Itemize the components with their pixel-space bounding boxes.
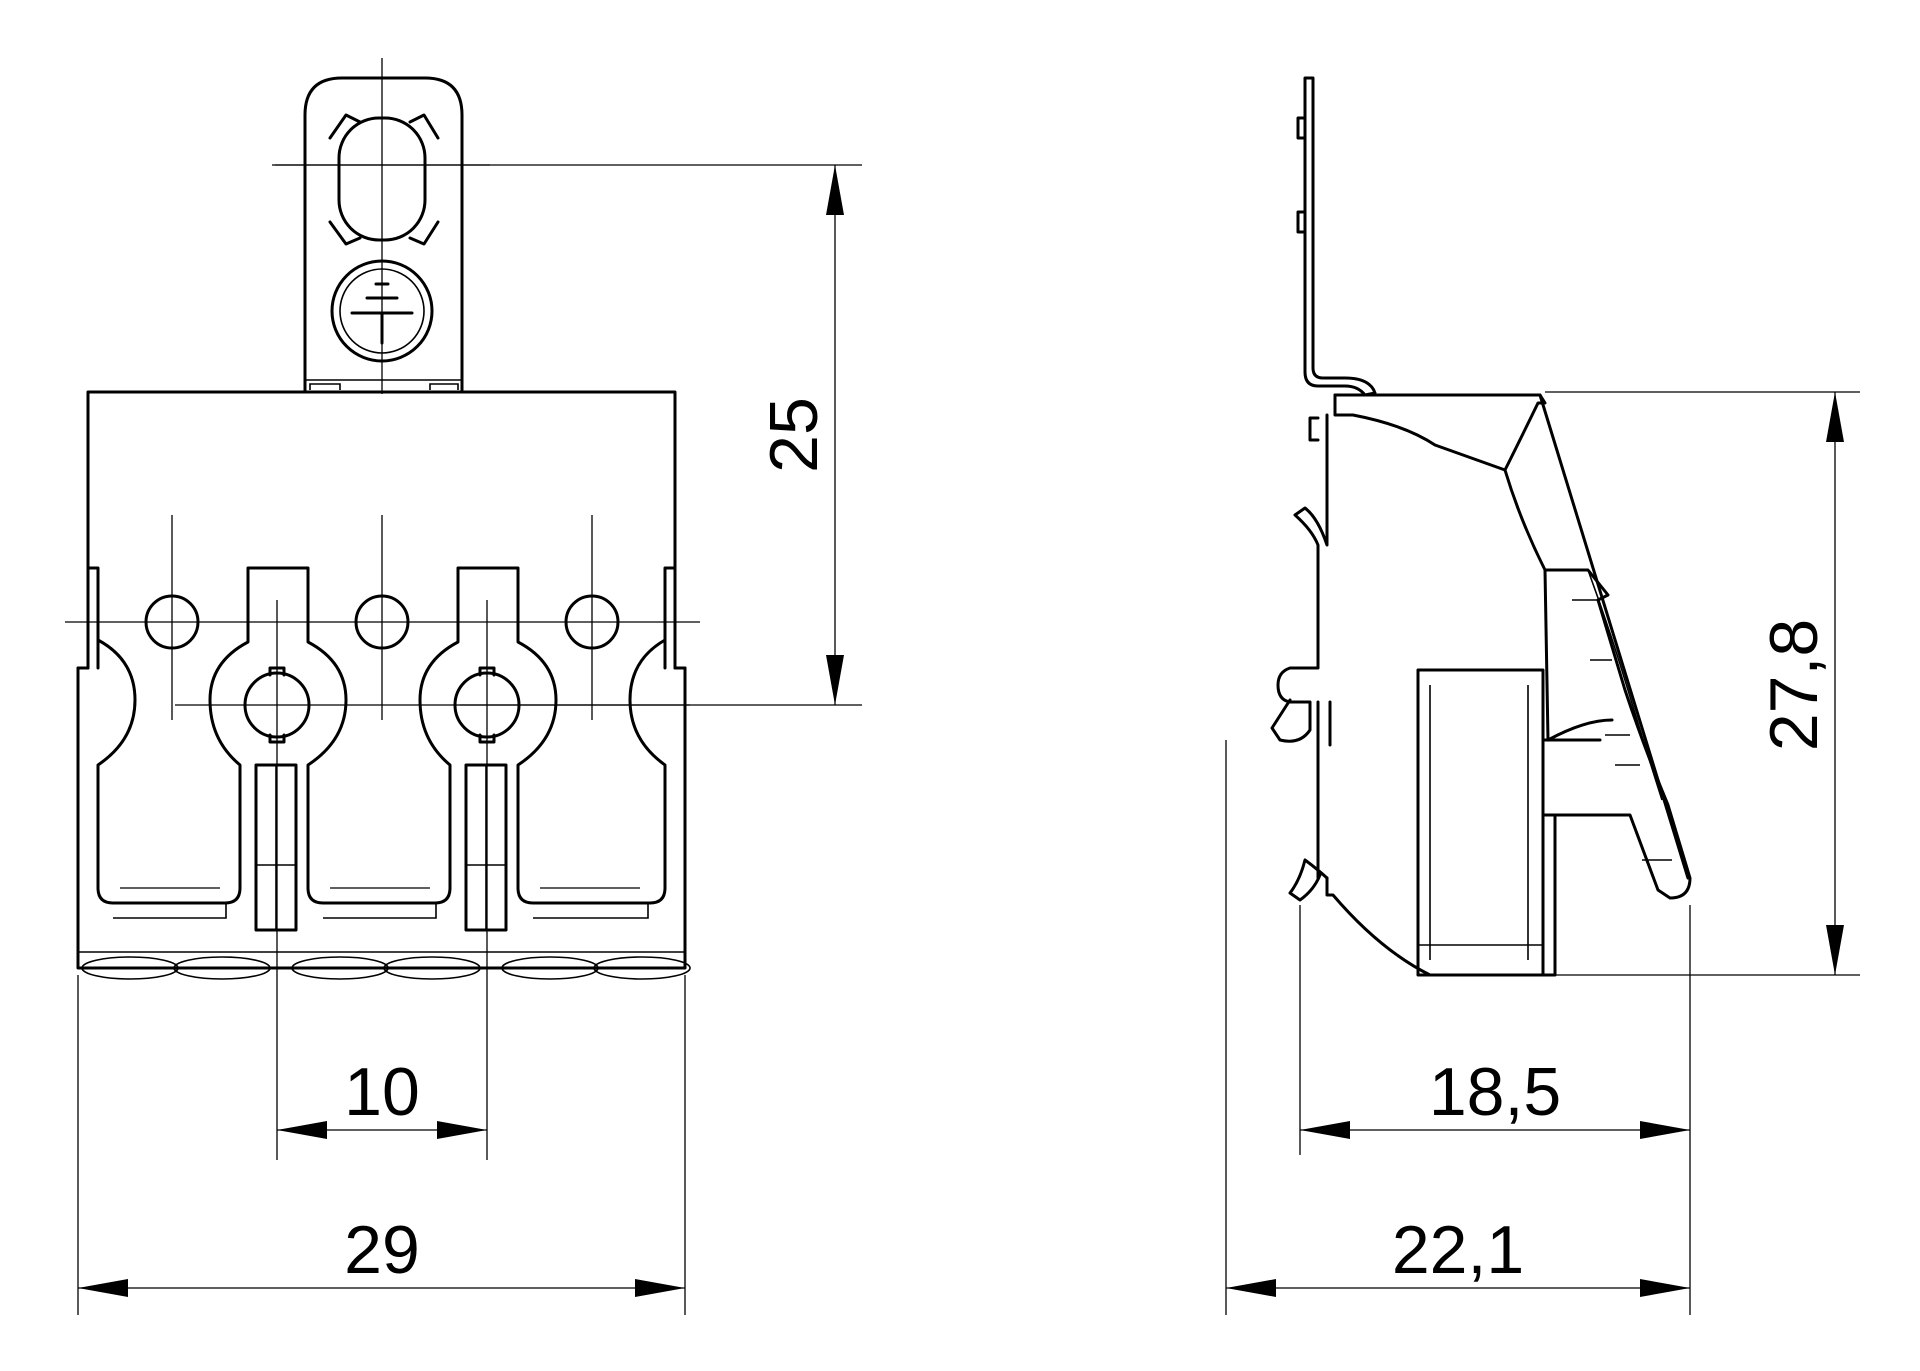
side-lever [1538,393,1690,880]
dimension-front-height: 25 [272,164,862,706]
side-view: 27,8 18,5 22,1 [1225,76,1860,1315]
side-clamp-block [1416,668,1557,977]
front-view: 25 10 29 [65,58,862,1315]
dimension-label-25: 25 [756,397,832,473]
dimension-label-22-1: 22,1 [1392,1212,1524,1288]
dimension-side-depth-inner: 18,5 [1299,905,1691,1315]
dimension-front-width: 29 [77,975,686,1315]
dimension-label-29: 29 [344,1212,420,1288]
centre-lines [65,58,700,1160]
dimension-front-pitch: 10 [277,1054,487,1139]
terminal-body [76,390,691,980]
side-mounting-tab [1296,76,1377,397]
bottom-strip [81,956,691,980]
dimension-label-10: 10 [344,1054,420,1130]
dimension-side-depth-total: 22,1 [1225,740,1690,1315]
dimension-label-27-8: 27,8 [1756,619,1832,751]
dimension-label-18-5: 18,5 [1429,1054,1561,1130]
dimension-side-height: 27,8 [1545,391,1860,976]
mounting-tab [303,76,464,392]
